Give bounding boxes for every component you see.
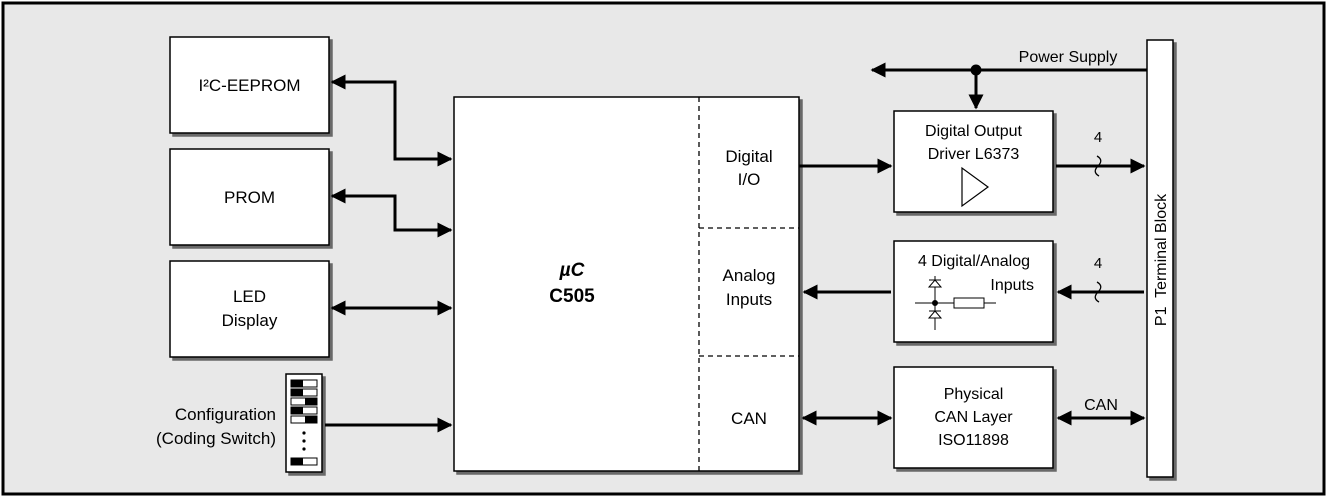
connections <box>325 62 1147 433</box>
config-label-line2: (Coding Switch) <box>156 429 276 448</box>
mcu-block: µC C505 Digital I/O Analog Inputs CAN <box>453 96 800 472</box>
led-label-line1: LED <box>233 287 266 306</box>
prom-block: PROM <box>169 148 330 246</box>
bus-width-in-label: 4 <box>1094 255 1102 272</box>
mcu-label-line2: C505 <box>549 286 595 307</box>
power-supply-label: Power Supply <box>1019 49 1118 66</box>
can-layer-line1: Physical <box>944 386 1004 403</box>
protection-circuit-icon <box>915 276 996 330</box>
led-display-block: LED Display <box>169 260 330 358</box>
eeprom-label: I²C-EEPROM <box>199 76 301 95</box>
digital-io-line1: Digital <box>725 147 772 166</box>
led-label-line2: Display <box>222 311 278 330</box>
dout-label-line2: Driver L6373 <box>928 146 1020 163</box>
can-bus-label: CAN <box>1084 397 1118 414</box>
can-layer-line2: CAN Layer <box>934 409 1013 426</box>
config-label-line1: Configuration <box>175 405 276 424</box>
dain-label-line1: 4 Digital/Analog <box>918 253 1030 270</box>
digital-output-driver-block: Digital Output Driver L6373 <box>893 110 1054 213</box>
eeprom-block: I²C-EEPROM <box>169 36 330 134</box>
terminal-block-label: P1 Terminal Block <box>1153 193 1170 326</box>
can-layer-line3: ISO11898 <box>938 432 1009 449</box>
bus-break-marks <box>1094 155 1102 303</box>
amplifier-icon <box>961 166 990 208</box>
power-junction <box>970 64 982 76</box>
terminal-block: P1 Terminal Block <box>1146 39 1174 478</box>
dout-label-line1: Digital Output <box>925 123 1022 140</box>
dain-label-line2: Inputs <box>990 277 1034 294</box>
coding-switch <box>285 373 323 473</box>
can-port-label: CAN <box>731 409 767 428</box>
digital-io-line2: I/O <box>738 170 761 189</box>
digital-analog-inputs-block: 4 Digital/Analog Inputs <box>893 240 1054 343</box>
analog-inputs-line1: Analog <box>723 266 776 285</box>
prom-label: PROM <box>224 188 275 207</box>
mcu-label-line1: µC <box>559 260 585 281</box>
can-layer-block: Physical CAN Layer ISO11898 <box>893 366 1054 469</box>
bus-width-out-label: 4 <box>1094 129 1102 146</box>
analog-inputs-line2: Inputs <box>726 290 772 309</box>
